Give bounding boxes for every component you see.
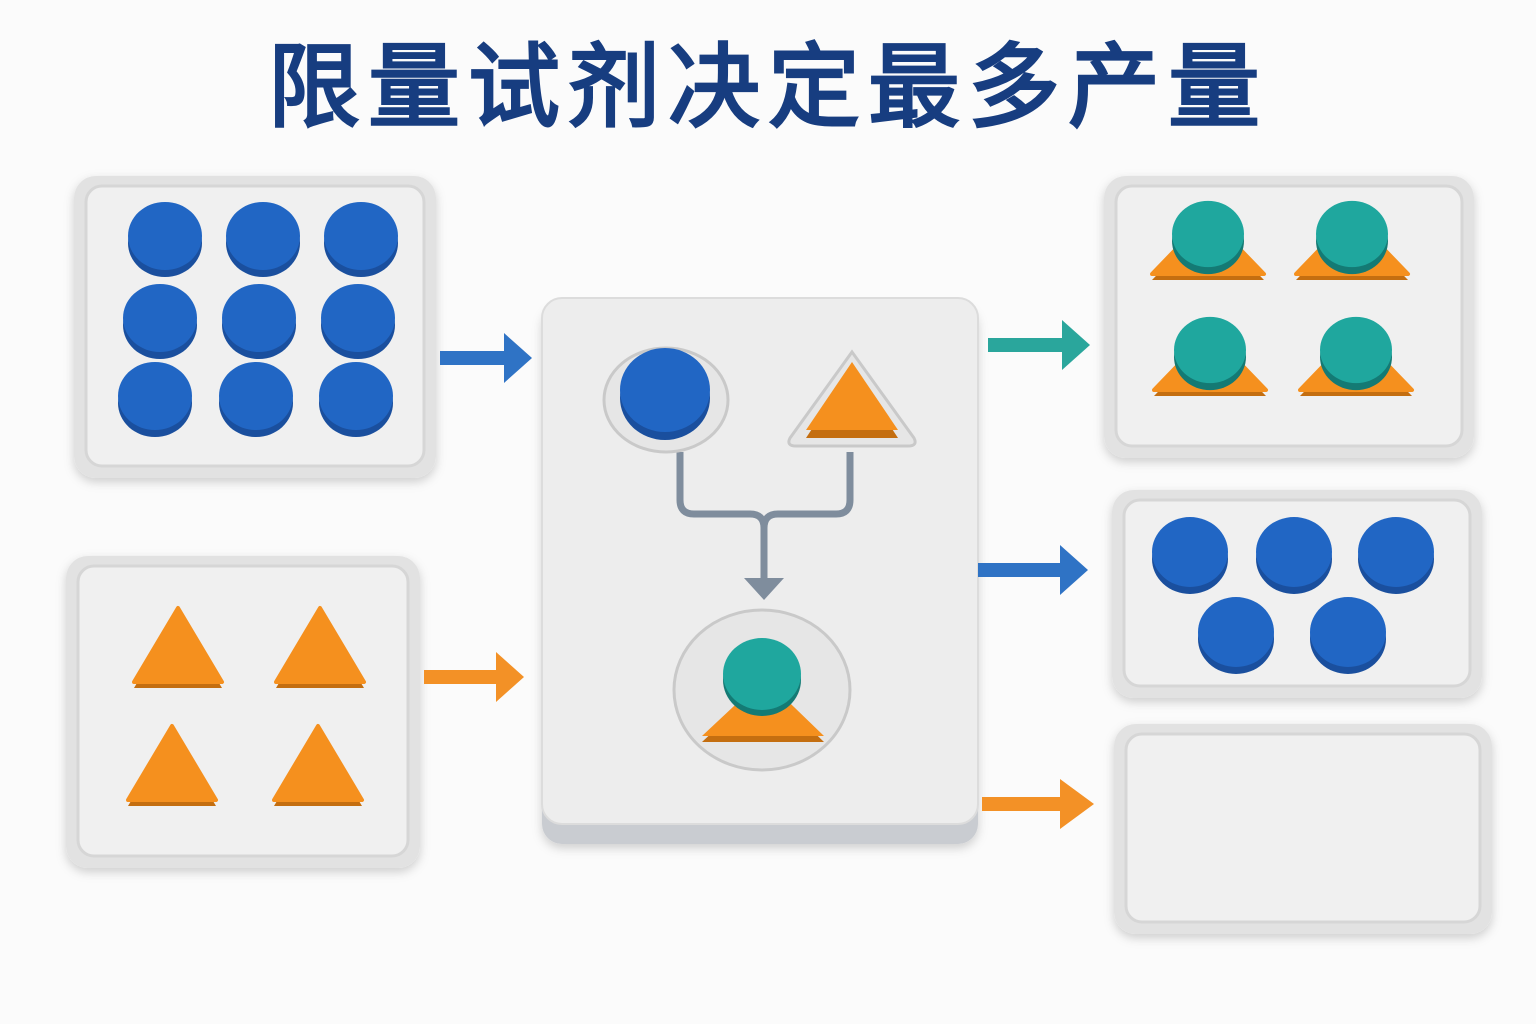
product-circle-top	[1316, 200, 1388, 275]
reagent-b-triangle	[272, 724, 364, 806]
product-tray	[1104, 176, 1474, 458]
reagent-a-circle	[219, 361, 293, 438]
reactant-triangle-slot	[787, 349, 917, 448]
leftover-a-circle	[1358, 517, 1434, 594]
reactant-circle-slot	[602, 346, 730, 454]
leftover-a-circle	[1256, 517, 1332, 594]
flow-arrow-head	[744, 578, 784, 600]
reagent-a-circle	[123, 283, 197, 360]
product-item	[1152, 316, 1268, 396]
reagent-a-circle	[118, 361, 192, 438]
page-title: 限量试剂决定最多产量	[267, 34, 1268, 141]
product-circle-top	[1172, 200, 1244, 275]
leftover-a-tray	[1112, 490, 1482, 698]
product-circle-top	[1174, 316, 1246, 391]
reagent-b-tray	[66, 556, 420, 868]
leftover-a-circle	[1152, 517, 1228, 594]
leftover-b-tray-empty	[1114, 724, 1492, 934]
reagent-b-triangle	[132, 606, 224, 688]
product-item	[1298, 316, 1414, 396]
reagent-a-tray	[74, 176, 436, 478]
reagent-b-triangle	[274, 606, 366, 688]
leftover-a-circle	[1198, 597, 1274, 674]
reagent-a-circle	[222, 283, 296, 360]
product-circle-top	[1320, 316, 1392, 391]
product-item	[1150, 200, 1266, 280]
reagent-a-circle	[321, 283, 395, 360]
reaction-board	[541, 297, 979, 844]
reagent-a-circle	[324, 201, 398, 278]
arrow-leftover-b-out	[982, 779, 1094, 829]
leftover-a-circle	[1310, 597, 1386, 674]
arrow-leftover-a-out	[978, 545, 1088, 595]
product-item	[1294, 200, 1410, 280]
arrow-product-out	[988, 320, 1090, 370]
product-slot	[672, 608, 852, 772]
reagent-a-circle	[319, 361, 393, 438]
flow-line	[676, 452, 854, 582]
reagent-a-circle	[128, 201, 202, 278]
arrow-reagent-a-in	[440, 333, 532, 383]
reagent-b-triangle	[126, 724, 218, 806]
reagent-a-circle	[226, 201, 300, 278]
arrow-reagent-b-in	[424, 652, 524, 702]
